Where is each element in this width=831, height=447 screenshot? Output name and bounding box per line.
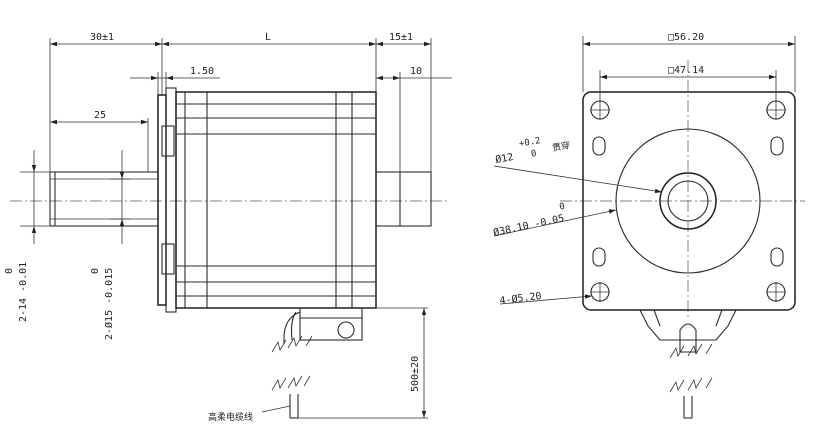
callout-pilot: 0 Ø38.10 -0.05 (492, 202, 566, 239)
pilot-main: Ø38.10 -0.05 (492, 212, 565, 239)
vdim-flat-lower: 2-14 -0.01 (18, 262, 29, 322)
vdim-cable: 500±20 (410, 356, 421, 392)
front-view: □56.20 □47.14 +0.2 Ø12 0 贯穿 0 Ø38.10 -0.… (492, 32, 805, 419)
vdim-shaft-lower: 2-Ø15 -0.015 (103, 268, 115, 340)
vdim-flat: 0 2-14 -0.01 (4, 262, 29, 322)
rear-boss (375, 171, 432, 227)
front-shaft (49, 171, 159, 227)
front-flange (157, 87, 177, 313)
vdim-shaft: 0 2-Ø15 -0.015 (90, 268, 115, 340)
front-flange-outline (582, 91, 796, 311)
cable (261, 375, 311, 419)
dim-rear-step: 10 (410, 66, 422, 77)
vdim-shaft-upper: 0 (90, 268, 101, 274)
dim-shaft-length: 30±1 (90, 32, 114, 43)
vdim-flat-upper: 0 (4, 268, 15, 274)
callout-bore: +0.2 Ø12 0 贯穿 (494, 136, 571, 166)
side-slots (592, 136, 784, 267)
bore-tol-lower: 0 (530, 149, 537, 160)
dimension-lines (31, 41, 452, 418)
shaft-outer-circle (659, 172, 717, 230)
extension-lines (20, 38, 432, 419)
pilot-circle (615, 128, 761, 274)
shaft-bore-circle (667, 180, 709, 222)
front-connector (639, 309, 737, 419)
motor-body (175, 91, 377, 309)
dim-flat-length: 25 (94, 110, 106, 121)
dim-cable-length: 500±20 (410, 356, 421, 392)
bore-main: Ø12 (494, 151, 514, 166)
mounting-holes (590, 100, 786, 302)
dim-outer-square: □56.20 (668, 32, 704, 43)
dim-flange-thickness: 1.50 (190, 66, 214, 77)
front-dimension-lines (493, 36, 796, 305)
dim-rear-boss: 15±1 (389, 32, 413, 43)
pilot-tol-upper: 0 (559, 202, 566, 213)
bore-tol-upper: +0.2 (518, 136, 541, 150)
side-view: 高柔电缆线 (4, 32, 452, 423)
dim-body-length: L (265, 32, 271, 43)
bore-note: 贯穿 (551, 139, 571, 154)
mounting-holes-label: 4-Ø5.20 (499, 290, 542, 307)
cable-label: 高柔电缆线 (208, 411, 253, 423)
cable-connector (271, 307, 363, 353)
callout-mounting-holes: 4-Ø5.20 (499, 290, 542, 307)
dim-inner-square: □47.14 (668, 65, 704, 76)
